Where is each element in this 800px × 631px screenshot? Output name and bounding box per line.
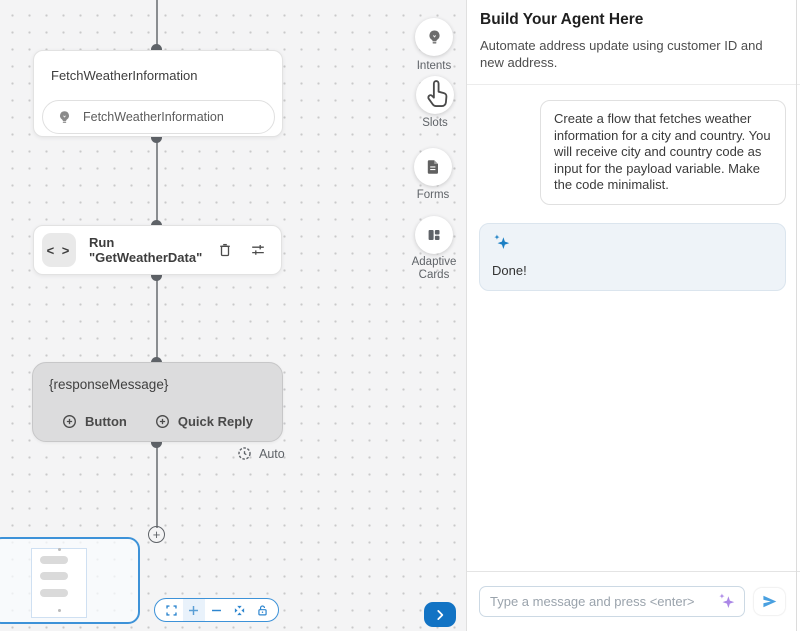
- add-button-label: Button: [84, 414, 127, 429]
- toolbar-intents-button[interactable]: [415, 18, 453, 56]
- send-button[interactable]: [754, 588, 785, 615]
- toolbar-slots-label: Slots: [422, 117, 448, 129]
- add-quick-reply-label: Quick Reply: [177, 414, 253, 429]
- toolbar-forms-label: Forms: [416, 189, 450, 201]
- plus-circle-icon: [155, 414, 170, 429]
- fit-screen-icon[interactable]: [160, 599, 182, 621]
- flow-canvas[interactable]: FetchWeatherInformation FetchWeatherInfo…: [0, 0, 467, 631]
- connector-port[interactable]: [151, 44, 162, 55]
- connector-port[interactable]: [151, 270, 162, 281]
- ai-sparkle-icon[interactable]: [717, 592, 736, 611]
- intent-node-title: FetchWeatherInformation: [51, 68, 198, 83]
- plus-circle-icon: [62, 414, 77, 429]
- connector-wire: [156, 137, 158, 225]
- connector-wire: [156, 0, 158, 50]
- toolbar-adaptive-cards-button[interactable]: [415, 216, 453, 254]
- add-button-chip[interactable]: Button: [62, 414, 127, 429]
- toolbar-forms-button[interactable]: [414, 148, 452, 186]
- auto-timer-icon: [237, 446, 252, 461]
- hand-cursor-icon: [421, 79, 453, 113]
- auto-label: Auto: [259, 446, 285, 461]
- code-node-label: Run "GetWeatherData": [89, 235, 203, 265]
- center-focus-icon[interactable]: [228, 599, 250, 621]
- add-quick-reply-chip[interactable]: Quick Reply: [155, 414, 253, 429]
- intent-pill[interactable]: FetchWeatherInformation: [42, 100, 275, 134]
- zoom-in-icon[interactable]: [182, 599, 205, 621]
- connector-wire: [156, 442, 158, 528]
- user-message-bubble: Create a flow that fetches weather infor…: [540, 100, 786, 205]
- chevron-right-icon: [433, 608, 447, 622]
- panel-title: Build Your Agent Here: [480, 11, 644, 28]
- build-agent-panel: Build Your Agent Here Automate address u…: [466, 0, 800, 631]
- intent-pill-label: FetchWeatherInformation: [83, 110, 224, 124]
- message-input[interactable]: [490, 594, 717, 609]
- connector-wire: [156, 275, 158, 362]
- toolbar-intents-label: Intents: [416, 60, 452, 72]
- minimap[interactable]: [0, 537, 140, 624]
- panel-header: Build Your Agent Here Automate address u…: [467, 0, 800, 85]
- lock-icon[interactable]: [251, 599, 273, 621]
- add-node-button[interactable]: +: [148, 526, 165, 543]
- assistant-message-bubble: Done!: [479, 222, 786, 291]
- document-icon: [425, 159, 441, 175]
- zoom-out-icon[interactable]: [206, 599, 228, 621]
- chat-input-footer: [467, 571, 800, 631]
- lightbulb-icon: [57, 110, 72, 125]
- sparkle-icon: [492, 233, 773, 252]
- send-icon: [761, 593, 778, 610]
- chat-history[interactable]: Create a flow that fetches weather infor…: [467, 85, 800, 571]
- tune-settings-icon[interactable]: [250, 242, 266, 258]
- intent-node[interactable]: FetchWeatherInformation FetchWeatherInfo…: [33, 50, 283, 137]
- canvas-zoom-toolbar: [154, 598, 279, 622]
- code-icon: < >: [42, 233, 76, 267]
- code-node[interactable]: < > Run "GetWeatherData": [33, 225, 282, 275]
- lightbulb-icon: [426, 29, 443, 46]
- expand-panel-button[interactable]: [424, 602, 456, 627]
- auto-transition-tag[interactable]: Auto: [237, 446, 285, 461]
- response-message-node[interactable]: {responseMessage} Button Quick Reply: [32, 362, 283, 442]
- connector-port[interactable]: [151, 132, 162, 143]
- toolbar-adaptive-cards-label: Adaptive Cards: [411, 256, 457, 281]
- minimap-node-preview: [31, 548, 87, 618]
- connector-port[interactable]: [151, 437, 162, 448]
- panel-subtitle: Automate address update using customer I…: [480, 38, 763, 70]
- response-message-title: {responseMessage}: [49, 377, 169, 392]
- message-input-wrap[interactable]: [479, 586, 745, 617]
- delete-icon[interactable]: [217, 242, 233, 258]
- adaptive-cards-icon: [426, 227, 442, 243]
- assistant-message-text: Done!: [492, 262, 527, 278]
